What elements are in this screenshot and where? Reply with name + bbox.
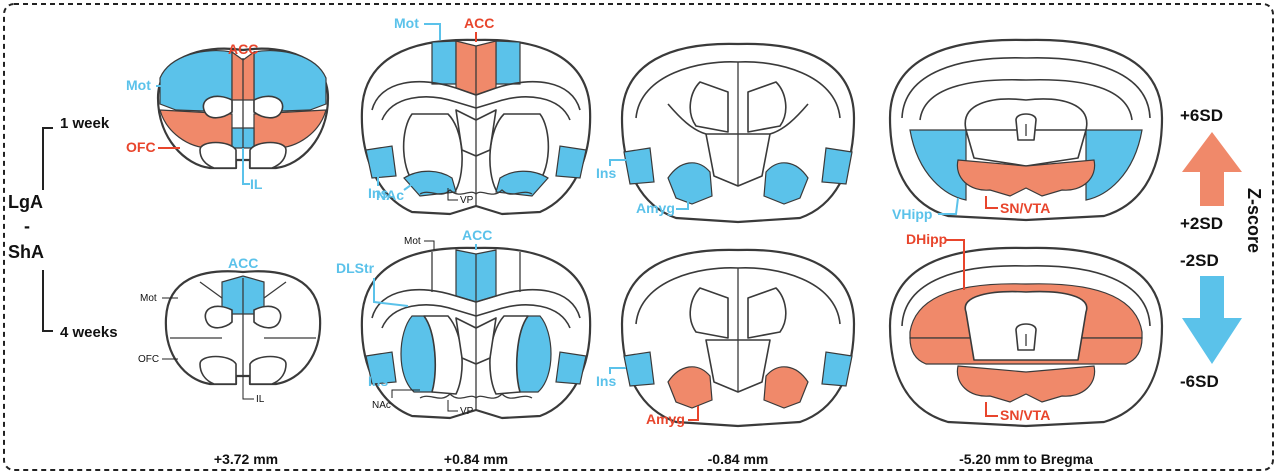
- coordinate-label: +3.72 mm: [214, 451, 278, 467]
- ins-region: [556, 352, 586, 384]
- vhipp-label-neg520-w1: VHipp: [892, 206, 932, 222]
- ins-region: [624, 352, 654, 386]
- week4-label: 4 weeks: [60, 324, 118, 341]
- vp-label-084-w4: VP: [460, 406, 474, 417]
- ins-label-neg084-w4: Ins: [596, 373, 616, 389]
- mot-leader: [424, 24, 440, 40]
- ofc-label-372-w1: OFC: [126, 139, 156, 155]
- slice-neg520-week4: [890, 248, 1162, 426]
- acc-label-084-w1: ACC: [464, 15, 494, 31]
- ins-region: [556, 146, 586, 178]
- nac-label-084-w1: NAc: [376, 187, 404, 203]
- ins-label-084-w4: Ins: [368, 373, 388, 389]
- amyg-label-neg084-w1: Amyg: [636, 200, 675, 216]
- ofc-label-372-w4: OFC: [138, 354, 159, 365]
- slice-372-week4: [166, 271, 320, 384]
- ins-region: [624, 148, 654, 184]
- mot-region: [496, 41, 520, 84]
- comparison-dash-label: -: [24, 216, 30, 236]
- z-score-scale: +6SD +2SD -2SD -6SD Z-score: [1180, 106, 1264, 391]
- comparison-label: LgA - ShA: [8, 192, 44, 262]
- amyg-label-neg084-w4: Amyg: [646, 411, 685, 427]
- increase-arrow-icon: [1182, 132, 1242, 206]
- snvta-label-neg520-w1: SN/VTA: [1000, 200, 1050, 216]
- ins-region: [822, 148, 852, 184]
- ins-label-neg084-w1: Ins: [596, 165, 616, 181]
- comparison-top-label: LgA: [8, 192, 43, 212]
- decrease-arrow-icon: [1182, 276, 1242, 364]
- dlstr-label-084-w4: DLStr: [336, 260, 375, 276]
- mot-label-372-w4: Mot: [140, 293, 157, 304]
- coordinate-label: -5.20 mm to Bregma: [959, 451, 1093, 467]
- coordinate-label: -0.84 mm: [708, 451, 769, 467]
- slice-neg084-week4: [622, 250, 854, 426]
- scale-minus2-label: -2SD: [1180, 251, 1219, 270]
- acc-label-372-w4: ACC: [228, 255, 258, 271]
- acc-label-372-w1: ACC: [228, 41, 258, 57]
- mot-leader: [424, 241, 434, 250]
- acc-label-084-w4: ACC: [462, 227, 492, 243]
- week1-label: 1 week: [60, 115, 110, 132]
- mot-label-084-w1: Mot: [394, 15, 419, 31]
- bracket-top-line: [43, 128, 53, 190]
- vp-label-084-w1: VP: [460, 195, 474, 206]
- ins-region: [822, 352, 852, 386]
- snvta-label-neg520-w4: SN/VTA: [1000, 407, 1050, 423]
- slice-neg520-week1: [890, 40, 1162, 220]
- dhipp-label-neg520-w4: DHipp: [906, 231, 947, 247]
- nac-label-084-w4: NAc: [372, 400, 391, 411]
- comparison-bottom-label: ShA: [8, 242, 44, 262]
- mot-region: [432, 41, 456, 84]
- il-label-372-w4: IL: [256, 394, 265, 405]
- slice-084-week4: [362, 248, 590, 418]
- bracket-bottom-line: [43, 270, 53, 331]
- slice-neg084-week1: [622, 44, 854, 222]
- scale-minus6-label: -6SD: [1180, 372, 1219, 391]
- coordinate-label: +0.84 mm: [444, 451, 508, 467]
- scale-title: Z-score: [1244, 188, 1264, 253]
- timepoint-bracket: 1 week 4 weeks: [43, 115, 118, 341]
- il-label-372-w1: IL: [250, 176, 263, 192]
- coordinate-labels: +3.72 mm +0.84 mm -0.84 mm -5.20 mm to B…: [214, 451, 1093, 467]
- scale-plus6-label: +6SD: [1180, 106, 1223, 125]
- mot-label-372-w1: Mot: [126, 77, 151, 93]
- mot-label-084-w4: Mot: [404, 236, 421, 247]
- scale-plus2-label: +2SD: [1180, 214, 1223, 233]
